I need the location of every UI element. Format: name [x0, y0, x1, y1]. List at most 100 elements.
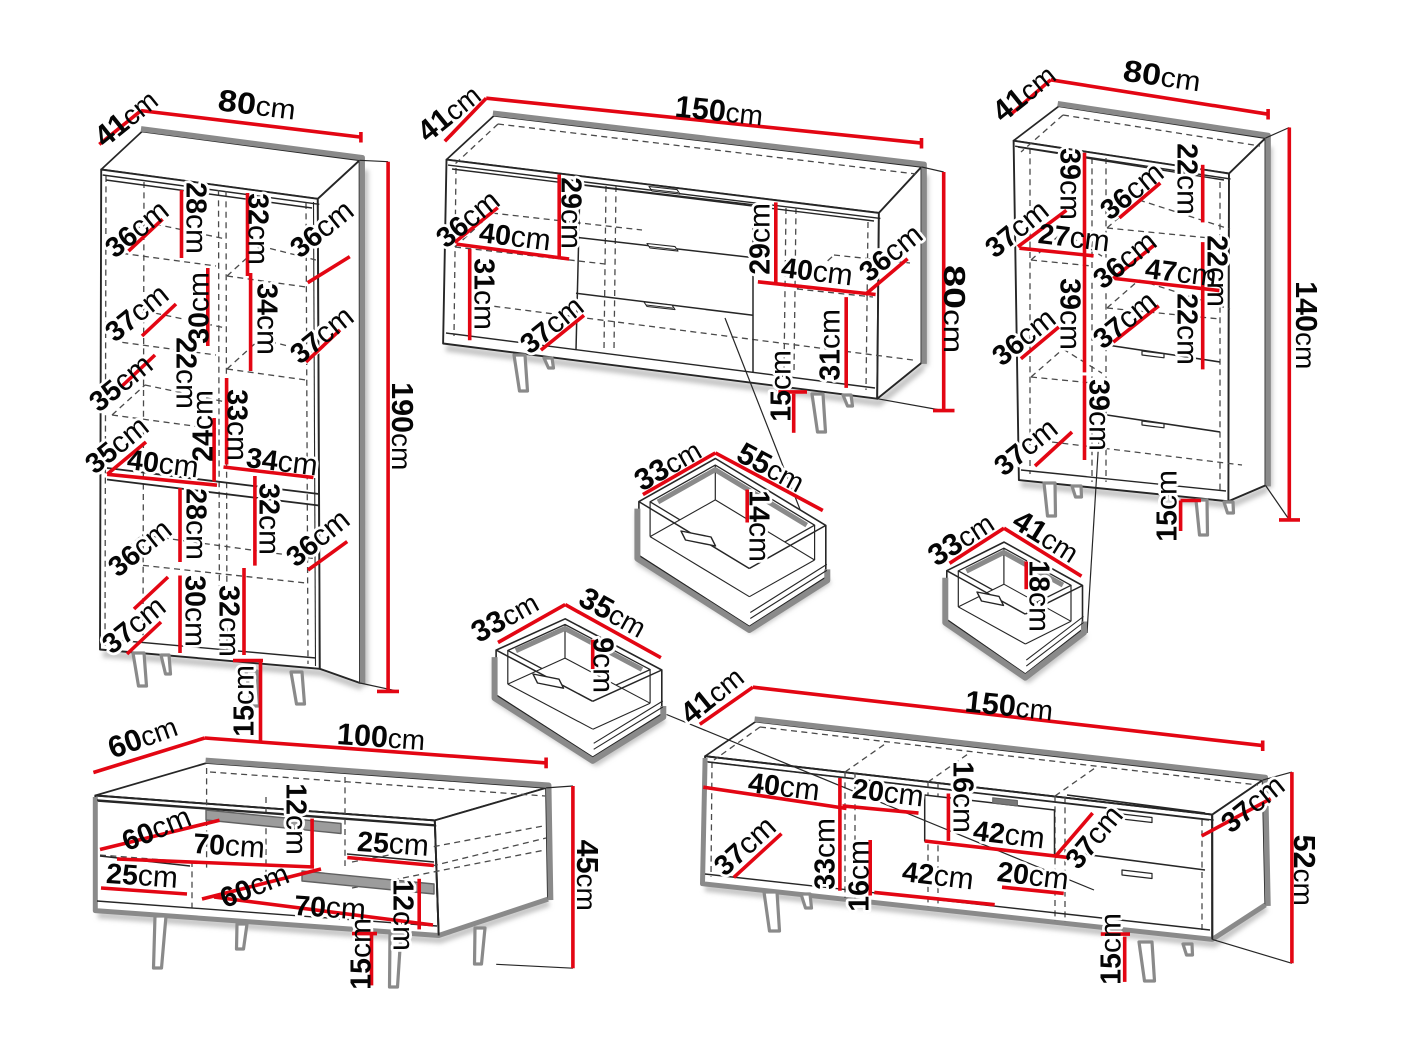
svg-text:cm: cm — [325, 891, 367, 927]
svg-text:cm: cm — [813, 309, 846, 349]
svg-text:cm: cm — [387, 911, 420, 951]
svg-text:39: 39 — [1054, 278, 1086, 310]
svg-text:16: 16 — [947, 761, 979, 793]
svg-text:22: 22 — [170, 337, 202, 369]
svg-text:34: 34 — [251, 283, 283, 315]
svg-text:cm: cm — [1171, 175, 1204, 215]
svg-text:15: 15 — [765, 390, 797, 422]
svg-text:cm: cm — [1003, 818, 1047, 856]
svg-text:cm: cm — [1023, 592, 1056, 632]
svg-text:cm: cm — [1054, 180, 1087, 220]
svg-text:12: 12 — [280, 783, 312, 815]
svg-text:40: 40 — [125, 444, 160, 480]
svg-text:cm: cm — [1288, 869, 1319, 906]
svg-text:22: 22 — [1171, 143, 1203, 175]
svg-text:cm: cm — [186, 390, 219, 430]
svg-text:20: 20 — [995, 856, 1030, 892]
svg-text:cm: cm — [276, 445, 320, 483]
svg-text:80: 80 — [216, 83, 258, 121]
svg-text:cm: cm — [253, 515, 286, 555]
svg-text:cm: cm — [947, 793, 980, 833]
svg-text:cm: cm — [1171, 325, 1204, 365]
svg-text:cm: cm — [724, 97, 764, 132]
svg-text:80: 80 — [216, 83, 258, 121]
svg-text:150: 150 — [963, 684, 1017, 723]
svg-text:39: 39 — [1054, 278, 1086, 310]
svg-text:cm: cm — [170, 369, 203, 409]
svg-text:cm: cm — [387, 911, 420, 951]
svg-text:190: 190 — [385, 382, 419, 433]
svg-text:42: 42 — [900, 856, 935, 892]
svg-text:150: 150 — [673, 89, 727, 128]
svg-text:cm: cm — [276, 445, 320, 483]
svg-text:52: 52 — [1287, 835, 1321, 869]
svg-text:70: 70 — [293, 890, 327, 924]
svg-text:cm: cm — [280, 815, 313, 855]
svg-text:cm: cm — [1068, 221, 1112, 259]
svg-text:cm: cm — [1094, 913, 1127, 953]
svg-text:30: 30 — [183, 312, 215, 344]
svg-text:100: 100 — [336, 717, 389, 754]
svg-text:cm: cm — [1054, 310, 1087, 350]
svg-text:150: 150 — [963, 684, 1017, 723]
svg-text:30: 30 — [179, 575, 211, 607]
svg-text:30: 30 — [183, 312, 215, 344]
svg-text:27: 27 — [1036, 218, 1071, 254]
svg-text:cm: cm — [213, 617, 246, 657]
svg-text:cm: cm — [242, 225, 275, 265]
svg-text:cm: cm — [137, 859, 179, 895]
svg-text:cm: cm — [1290, 332, 1321, 369]
svg-text:24: 24 — [187, 430, 219, 462]
svg-text:cm: cm — [932, 859, 976, 897]
svg-text:15: 15 — [345, 958, 377, 990]
svg-text:20: 20 — [850, 773, 885, 809]
svg-text:cm: cm — [882, 776, 926, 814]
svg-text:25: 25 — [356, 826, 390, 860]
svg-text:9: 9 — [587, 637, 619, 653]
svg-text:29: 29 — [555, 177, 587, 209]
svg-text:cm: cm — [387, 723, 426, 757]
svg-text:cm: cm — [157, 447, 201, 485]
svg-text:cm: cm — [344, 918, 377, 958]
svg-text:cm: cm — [587, 653, 620, 693]
svg-text:cm: cm — [1171, 325, 1204, 365]
svg-text:42: 42 — [900, 856, 935, 892]
svg-text:42: 42 — [971, 815, 1006, 851]
svg-text:cm: cm — [764, 350, 797, 390]
svg-text:cm: cm — [221, 421, 254, 461]
svg-text:39: 39 — [1054, 148, 1086, 180]
svg-text:cm: cm — [224, 829, 266, 865]
svg-text:33: 33 — [809, 858, 841, 890]
svg-text:29: 29 — [744, 243, 776, 275]
svg-text:28: 28 — [180, 488, 212, 520]
svg-text:12: 12 — [280, 783, 312, 815]
svg-text:cm: cm — [932, 859, 976, 897]
svg-text:40: 40 — [746, 767, 781, 803]
svg-text:cm: cm — [180, 520, 213, 560]
svg-text:22: 22 — [170, 337, 202, 369]
svg-text:cm: cm — [180, 214, 213, 254]
svg-text:70: 70 — [192, 828, 226, 862]
svg-text:cm: cm — [242, 225, 275, 265]
svg-text:15: 15 — [228, 705, 260, 737]
svg-text:34: 34 — [251, 283, 283, 315]
svg-text:cm: cm — [808, 818, 841, 858]
svg-text:cm: cm — [743, 522, 776, 562]
svg-text:cm: cm — [743, 203, 776, 243]
svg-text:cm: cm — [388, 827, 430, 863]
svg-text:12: 12 — [387, 879, 419, 911]
svg-text:cm: cm — [1014, 692, 1054, 727]
svg-text:cm: cm — [743, 203, 776, 243]
svg-text:80: 80 — [937, 265, 971, 309]
svg-text:cm: cm — [388, 827, 430, 863]
svg-text:40: 40 — [779, 252, 814, 288]
svg-text:33: 33 — [221, 389, 253, 421]
svg-text:cm: cm — [778, 770, 822, 808]
svg-text:33: 33 — [221, 389, 253, 421]
svg-text:cm: cm — [251, 315, 284, 355]
svg-text:cm: cm — [182, 272, 215, 312]
svg-text:32: 32 — [242, 193, 274, 225]
svg-text:22: 22 — [1171, 143, 1203, 175]
svg-text:cm: cm — [182, 272, 215, 312]
svg-text:45: 45 — [570, 840, 604, 874]
